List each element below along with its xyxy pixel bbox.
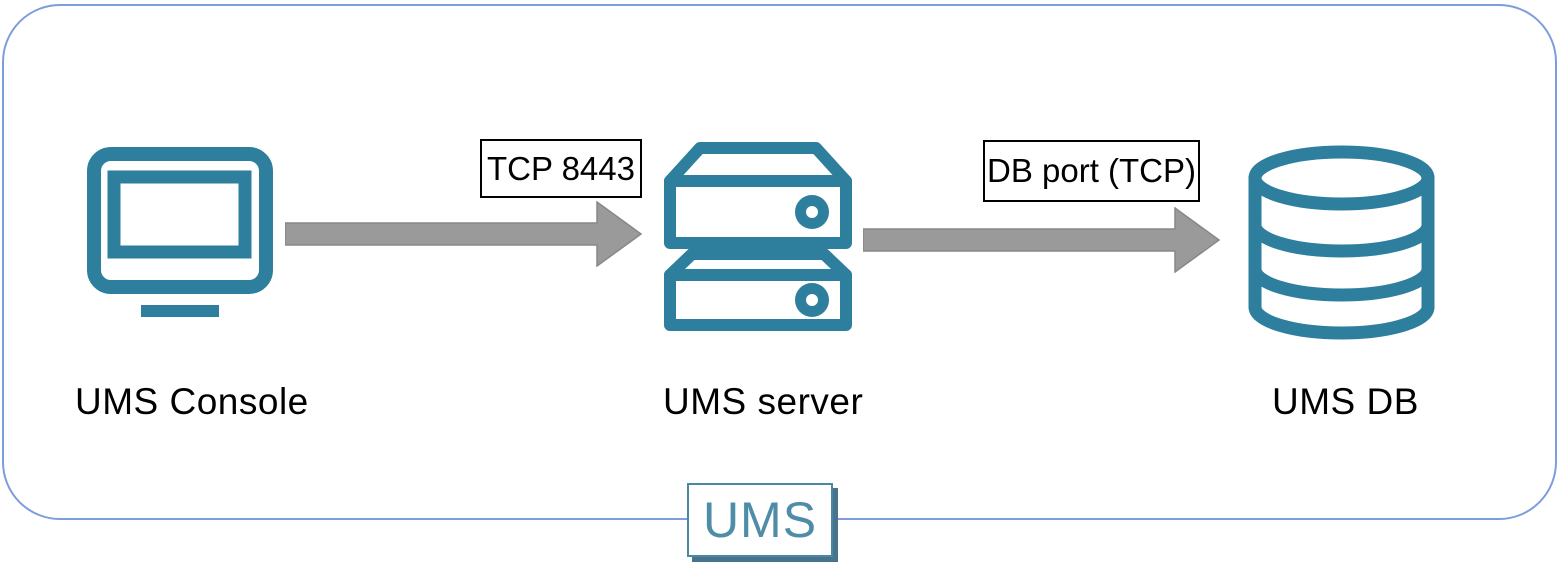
- port-label-tcp-8443: TCP 8443: [480, 139, 642, 198]
- node-label-ums-db: UMS DB: [1272, 381, 1419, 422]
- database-icon: [1248, 145, 1435, 340]
- server-stack-icon: [663, 141, 853, 331]
- arrow-right-icon-server-to-db: [862, 206, 1221, 274]
- arrow-right-icon-console-to-server: [284, 200, 643, 268]
- node-label-ums-server: UMS server: [663, 381, 864, 422]
- node-label-ums-console: UMS Console: [75, 381, 309, 422]
- port-label-db-port-tcp: DB port (TCP): [983, 140, 1200, 202]
- monitor-icon: [86, 146, 274, 318]
- ums-group-badge: UMS: [687, 483, 833, 557]
